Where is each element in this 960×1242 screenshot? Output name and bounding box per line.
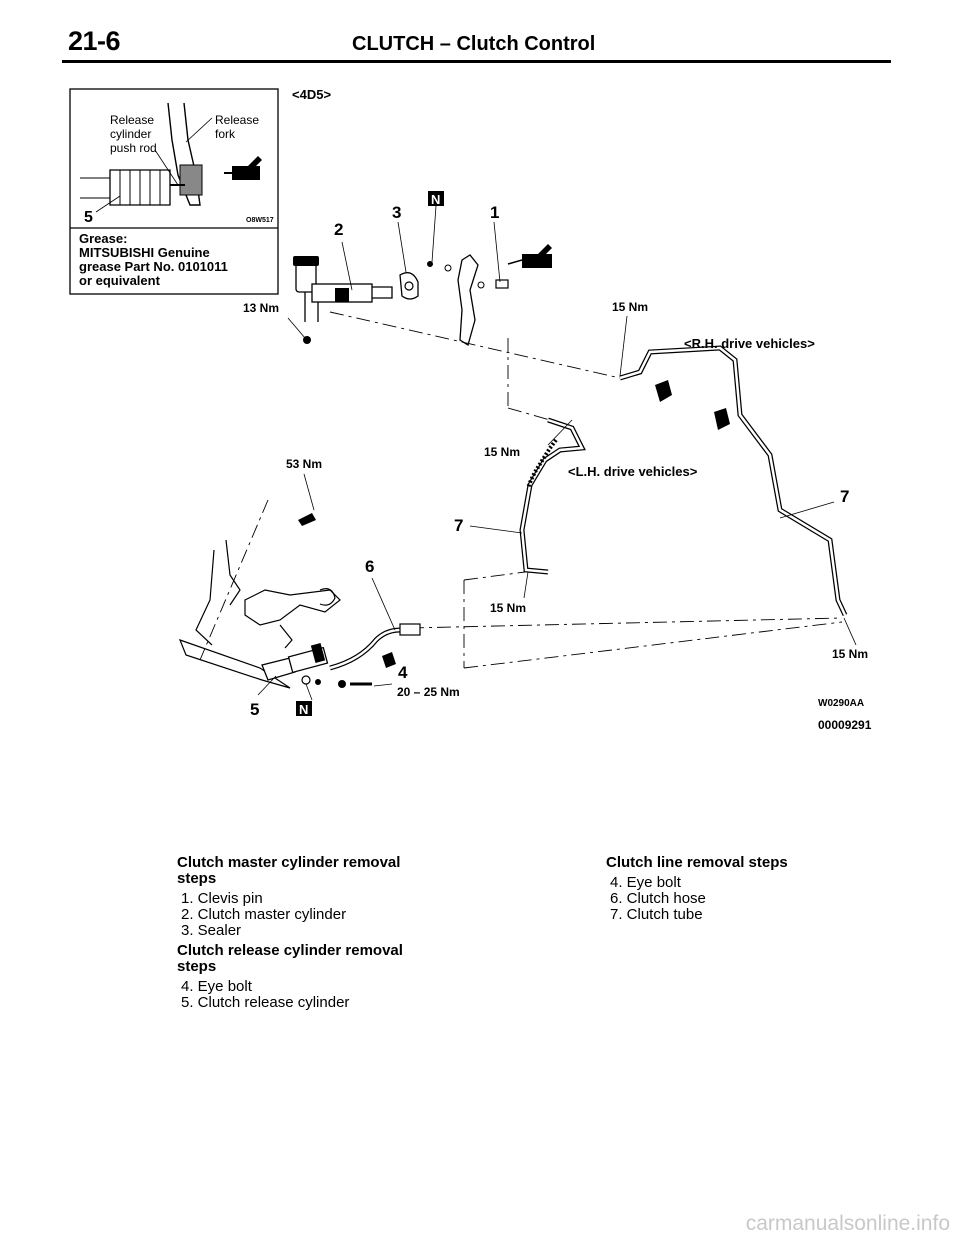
release-cylinder <box>261 643 329 685</box>
grease-note-4: or equivalent <box>79 273 161 288</box>
grease-gun-icon <box>224 156 262 180</box>
callout-4: 4 <box>398 663 408 682</box>
grease-note-1: Grease: <box>79 231 127 246</box>
callout-7-right: 7 <box>840 487 849 506</box>
torque-15-mid: 15 Nm <box>484 445 520 459</box>
n-badge-bottom <box>296 701 312 716</box>
inset-figure-code: O8W517 <box>246 217 274 224</box>
mounting-bolt <box>298 513 316 526</box>
list-item: 3. Sealer <box>181 922 242 939</box>
list-item: 6. Clutch hose <box>610 890 706 907</box>
label-release-cylinder-2: cylinder <box>110 127 151 141</box>
clevis-pin-part <box>495 244 552 289</box>
lh-drive-label: <L.H. drive vehicles> <box>568 464 698 479</box>
callout-1: 1 <box>490 203 499 222</box>
torque-15-top: 15 Nm <box>612 300 648 314</box>
clutch-line-steps-heading: Clutch line removal steps <box>606 854 788 871</box>
clutch-hose <box>329 623 421 671</box>
page-title: CLUTCH – Clutch Control <box>352 33 596 55</box>
label-release-cylinder-1: Release <box>110 113 154 127</box>
release-cylinder-steps-heading: Clutch release cylinder removal steps <box>177 942 403 975</box>
torque-15-low: 15 Nm <box>490 601 526 615</box>
clutch-line-steps-list: 4. Eye bolt 6. Clutch hose 7. Clutch tub… <box>610 875 846 923</box>
list-item: 1. Clevis pin <box>181 890 263 907</box>
pedal-lever-part <box>427 254 485 347</box>
torque-20-25: 20 – 25 Nm <box>397 685 460 699</box>
left-steps-column: Clutch master cylinder removal steps 1. … <box>177 855 437 1015</box>
torque-15-right: 15 Nm <box>832 647 868 661</box>
label-release-cylinder-3: push rod <box>110 141 157 155</box>
figure-code: W0290AA <box>818 698 864 709</box>
eye-bolt-part <box>338 652 396 688</box>
inset-box: Release cylinder push rod Release fork 5… <box>69 88 279 295</box>
list-item: 2. Clutch master cylinder <box>181 906 347 923</box>
grease-note-2: MITSUBISHI Genuine <box>79 245 210 260</box>
release-cylinder-steps-list: 4. Eye bolt 5. Clutch release cylinder <box>181 979 437 1011</box>
n-badge-bottom-label: N <box>299 702 308 717</box>
boot-icon <box>80 169 185 206</box>
rh-drive-label: <R.H. drive vehicles> <box>684 336 815 351</box>
list-item: 4. Eye bolt <box>610 874 681 891</box>
list-item: 7. Clutch tube <box>610 906 703 923</box>
sealer-part <box>399 272 419 300</box>
master-cylinder <box>293 256 393 344</box>
clutch-control-diagram: Release cylinder push rod Release fork 5… <box>69 87 872 732</box>
header-rule <box>62 60 891 63</box>
right-steps-column: Clutch line removal steps 4. Eye bolt 6.… <box>606 855 846 927</box>
engine-label: <4D5> <box>292 87 331 102</box>
label-release-fork-2: fork <box>215 127 236 141</box>
grease-note-3: grease Part No. 0101011 <box>79 259 228 274</box>
callout-5: 5 <box>250 700 259 719</box>
page-number: 21-6 <box>68 26 121 56</box>
n-badge-top-label: N <box>431 192 440 207</box>
callout-2: 2 <box>334 220 343 239</box>
transmission-housing <box>178 539 341 689</box>
callout-3: 3 <box>392 203 401 222</box>
master-cylinder-steps-list: 1. Clevis pin 2. Clutch master cylinder … <box>181 891 437 939</box>
inset-callout-5: 5 <box>84 209 93 226</box>
list-item: 5. Clutch release cylinder <box>181 994 350 1011</box>
boundary-lines <box>199 311 843 669</box>
master-cylinder-steps-heading: Clutch master cylinder removal steps <box>177 854 401 887</box>
watermark: carmanualsonline.info <box>745 1212 950 1235</box>
torque-53: 53 Nm <box>286 457 322 471</box>
rh-clutch-tube <box>619 345 848 617</box>
callout-6: 6 <box>365 557 374 576</box>
lh-clutch-tube <box>519 417 586 575</box>
torque-13: 13 Nm <box>243 301 279 315</box>
n-badge-top <box>428 191 444 206</box>
list-item: 4. Eye bolt <box>181 978 252 995</box>
doc-code: 00009291 <box>818 718 872 732</box>
callout-7-left: 7 <box>454 516 463 535</box>
label-release-fork-1: Release <box>215 113 259 127</box>
